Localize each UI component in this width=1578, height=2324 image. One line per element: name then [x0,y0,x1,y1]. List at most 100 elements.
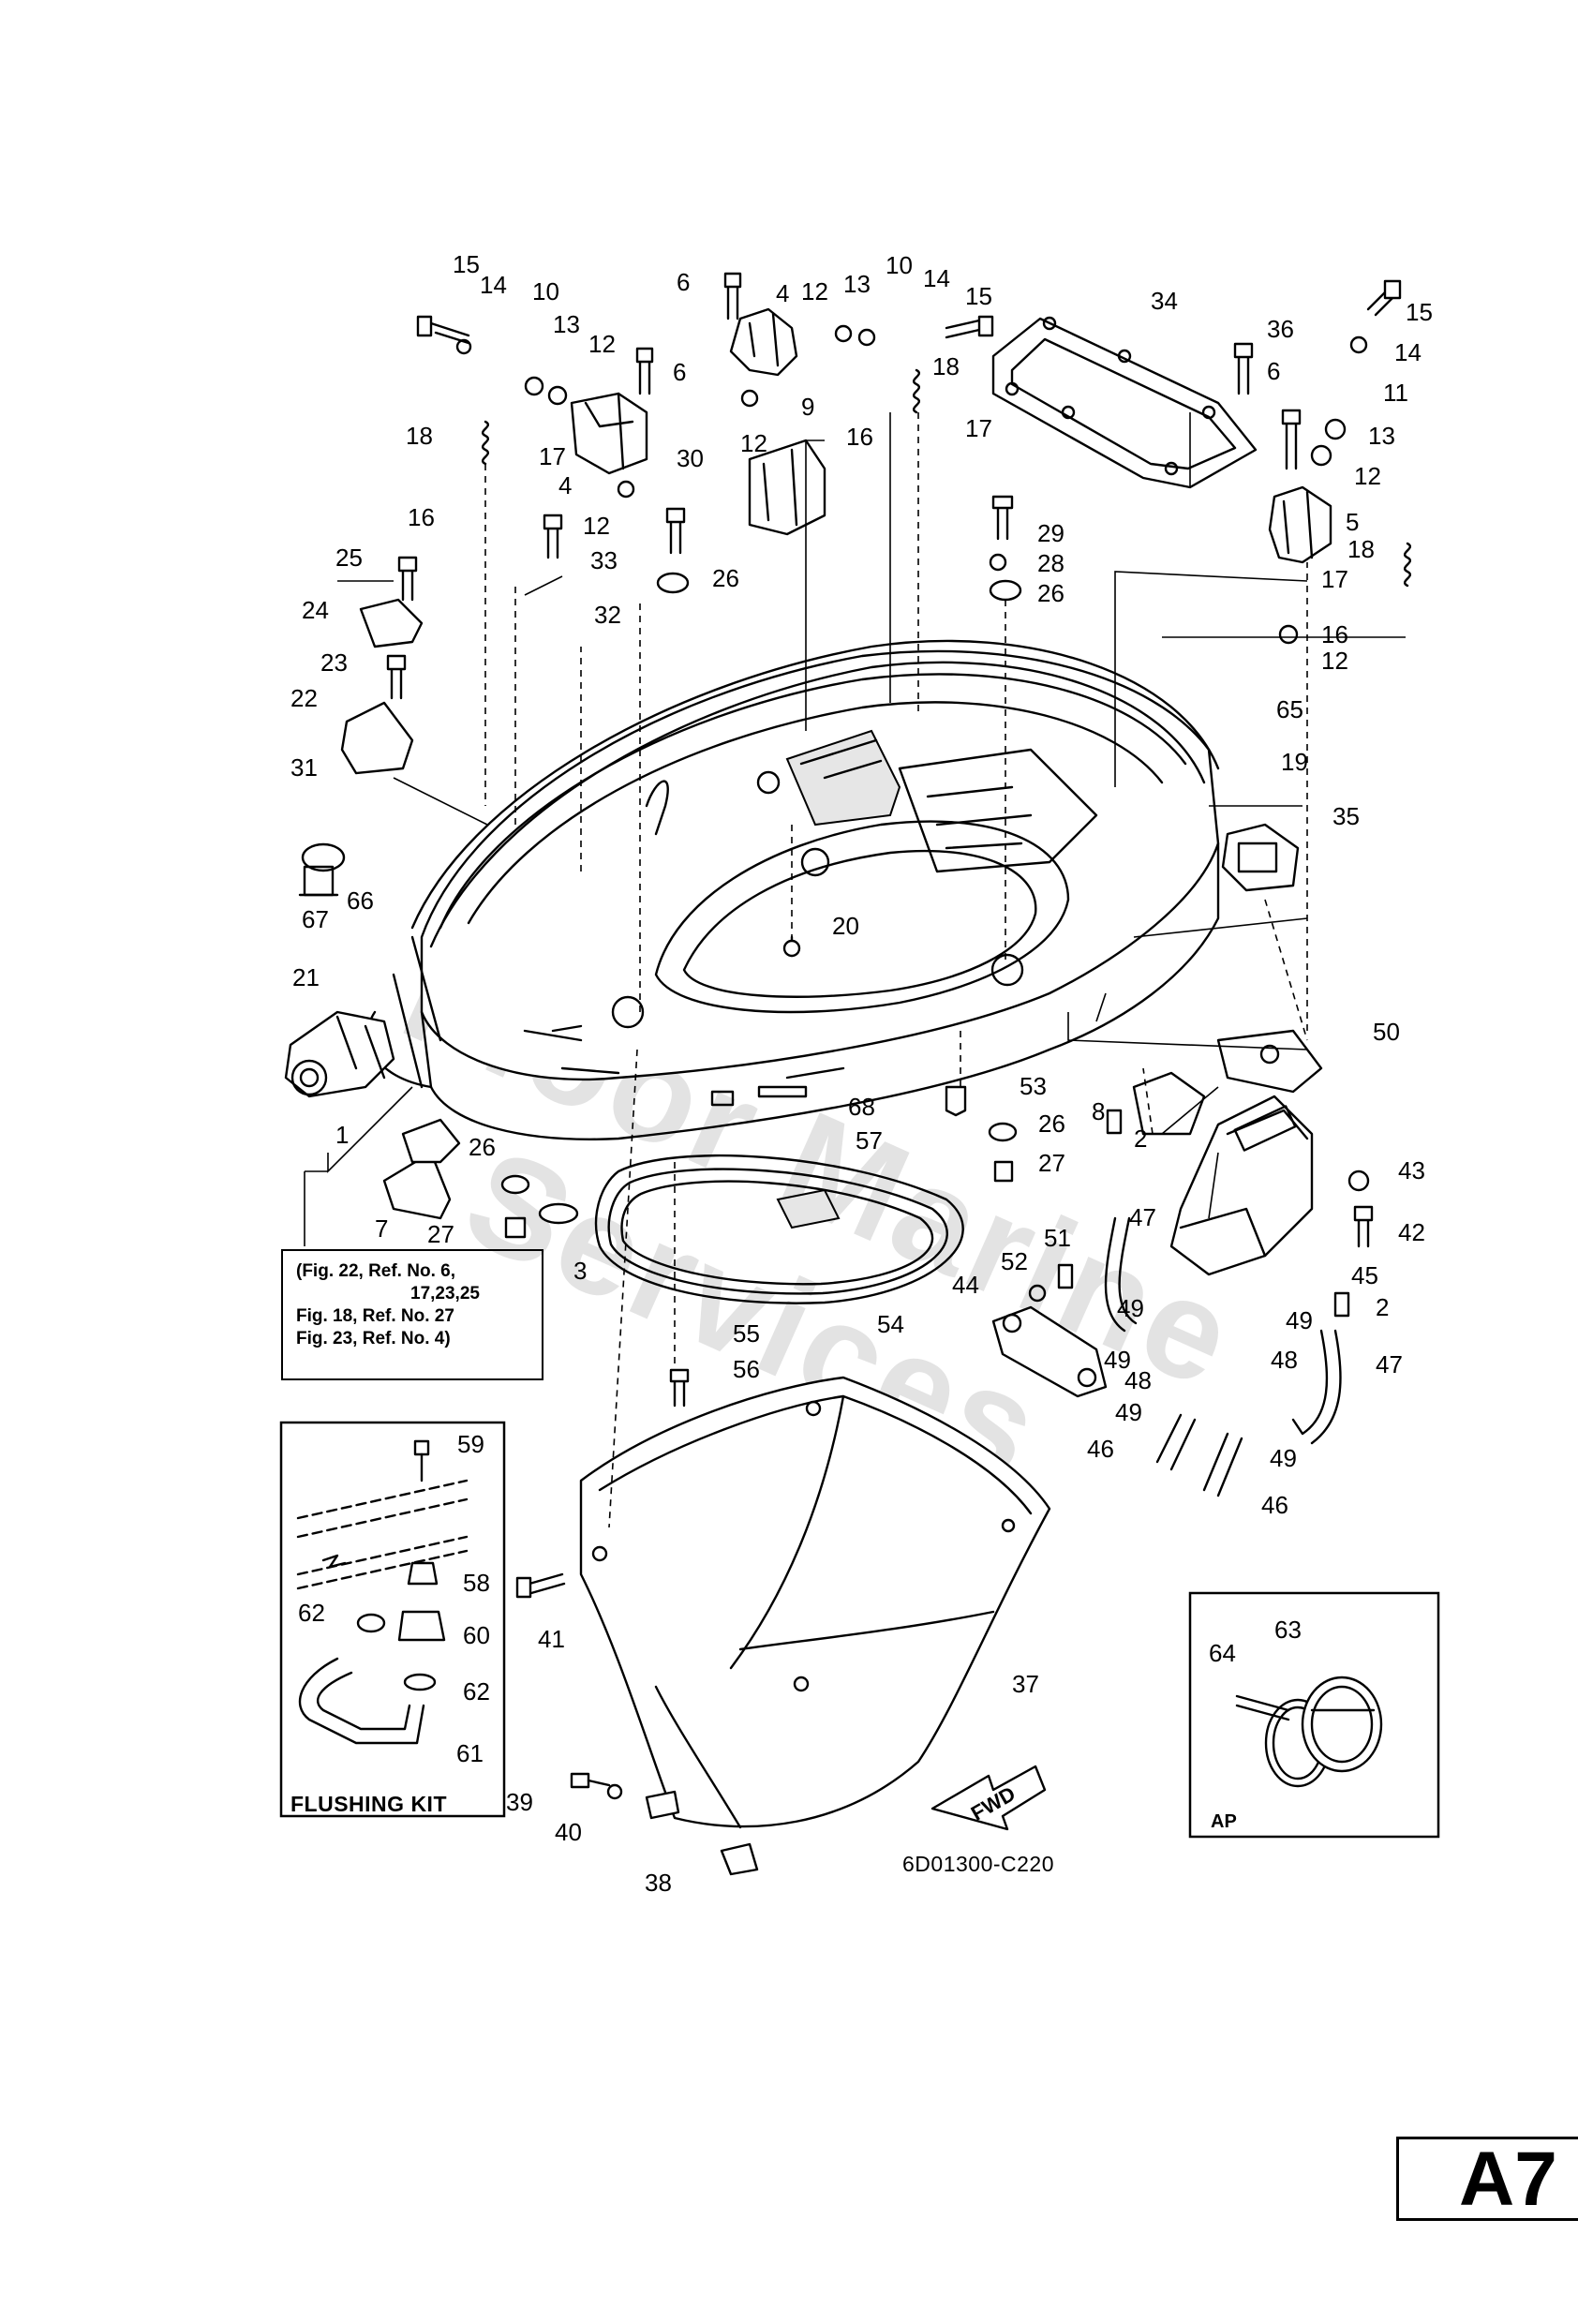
grommet-53 [945,1085,967,1117]
callout-29: 29 [1037,519,1064,547]
callout-53: 53 [1020,1072,1047,1100]
callout-4: 4 [776,279,789,307]
callout-58: 58 [463,1569,490,1597]
callout-49: 49 [1117,1294,1144,1322]
callout-2: 2 [1134,1125,1147,1153]
grommet-26-top-right [989,579,1022,602]
callout-32: 32 [594,601,621,629]
seal-strip-19 [410,639,1220,930]
lock-assembly-4-left [570,392,648,499]
collar-27-left [504,1216,527,1239]
callout-52: 52 [1001,1247,1028,1275]
callout-54: 54 [877,1310,904,1338]
apron-37 [579,1376,1051,1829]
grommet-26-top-left [656,572,690,594]
diagram-code: 6D01300-C220 [902,1852,1055,1876]
callout-4: 4 [558,471,572,499]
callout-63: 63 [1274,1616,1302,1644]
callout-48: 48 [1124,1366,1152,1394]
callout-12: 12 [1354,462,1381,490]
pad-57 [776,1188,841,1229]
callout-26: 26 [469,1133,496,1161]
callout-46: 46 [1261,1491,1288,1519]
flushing-kit-parts [296,1439,469,1745]
callout-46: 46 [1087,1435,1114,1463]
callout-30: 30 [677,444,704,472]
washer-14-right [1349,335,1368,354]
dashed-guides [484,412,1308,1528]
reference-note-line: 17,23,25 [410,1284,480,1304]
callout-5: 5 [1346,508,1359,536]
callout-49: 49 [1270,1444,1297,1472]
callout-16: 16 [1321,620,1348,648]
lock-assembly-4-center [729,307,798,408]
duct-45 [1169,1095,1314,1276]
apron-fasteners [570,1772,759,1876]
callout-10: 10 [532,277,559,305]
callouts: 15 14 10 13 12 6 18 17 4 12 16 30 33 25 … [290,250,1433,1897]
callout-48: 48 [1271,1346,1298,1374]
callout-26: 26 [1037,579,1064,607]
spring-18-right [1403,542,1412,588]
lock-assembly-5-right [1268,485,1332,564]
callout-18: 18 [932,352,960,380]
spring-18-left [481,420,490,466]
callout-36: 36 [1267,315,1294,343]
callout-39: 39 [506,1788,533,1816]
callout-25: 25 [335,544,363,572]
grommet-35 [1221,823,1300,892]
callout-50: 50 [1373,1018,1400,1046]
callout-47: 47 [1129,1203,1156,1231]
callout-18: 18 [1347,535,1375,563]
callout-67: 67 [302,905,329,933]
callout-12: 12 [801,277,828,305]
callout-6: 6 [673,358,686,386]
callout-10: 10 [886,251,913,279]
callout-21: 21 [292,963,320,991]
callout-2: 2 [1376,1293,1389,1321]
callout-18: 18 [406,422,433,450]
callout-35: 35 [1332,802,1360,830]
callout-23: 23 [320,648,348,677]
bracket-plate-34 [991,316,1258,489]
callout-26: 26 [1038,1110,1065,1138]
callout-7: 7 [375,1214,388,1243]
callout-20: 20 [832,912,859,940]
callout-64: 64 [1209,1639,1236,1667]
callout-55: 55 [733,1319,760,1348]
callout-49: 49 [1286,1306,1313,1334]
callout-59: 59 [457,1430,484,1458]
hose-46-right [1202,1432,1229,1492]
callout-45: 45 [1351,1261,1378,1289]
bolts [386,272,1402,1599]
leader-lines [304,412,1406,1246]
ap-clamps [1235,1676,1383,1788]
hose-47-left [1104,1216,1126,1333]
callout-57: 57 [856,1126,883,1155]
hose-47-right [1291,1329,1329,1436]
fwd-arrow: FWD [930,1765,1047,1831]
flushing-kit-box [279,1421,506,1818]
callout-33: 33 [590,546,618,574]
callout-24: 24 [302,596,329,624]
callout-49: 49 [1115,1398,1142,1426]
page-tab-label: A7 [1459,2137,1557,2222]
grommet-26-right [988,1122,1018,1142]
bracket-24 [359,598,424,648]
page-tab: A7 [1396,2137,1578,2222]
callout-49: 49 [1104,1346,1131,1374]
callout-27: 27 [1038,1149,1065,1177]
flushing-kit-label: FLUSHING KIT [290,1792,447,1816]
callout-6: 6 [677,268,690,296]
callout-12: 12 [1321,647,1348,675]
callout-15: 15 [453,250,480,278]
callout-41: 41 [538,1625,565,1653]
callout-15: 15 [1406,298,1433,326]
callout-26: 26 [712,564,739,592]
callout-62: 62 [298,1599,325,1627]
bracket-44 [991,1305,1108,1398]
callout-65: 65 [1276,695,1303,723]
callout-15: 15 [965,282,992,310]
collar-27-right [993,1160,1014,1183]
